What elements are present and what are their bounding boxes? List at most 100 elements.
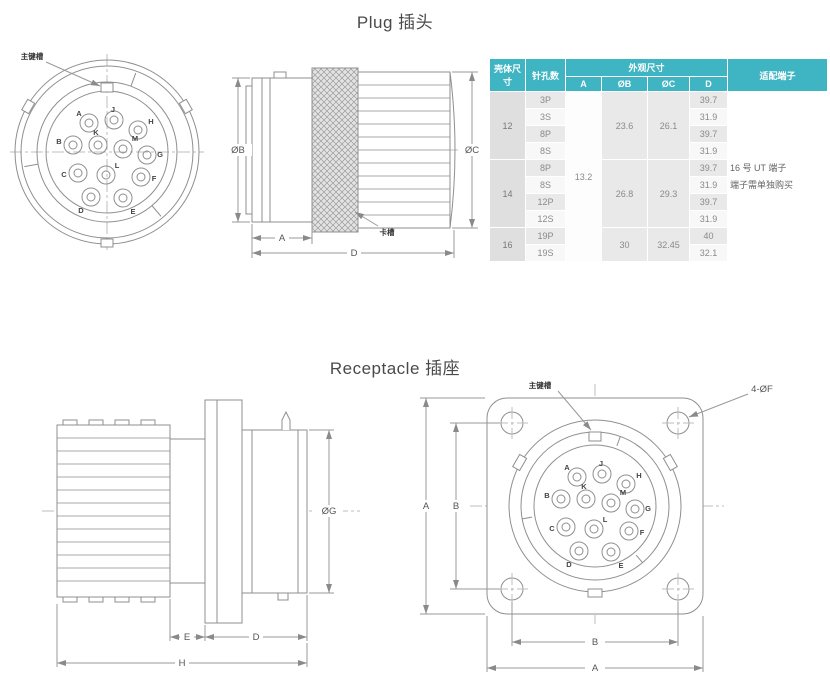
keyway-notch bbox=[100, 82, 114, 93]
top-pin bbox=[281, 410, 291, 430]
flange-outline bbox=[486, 397, 704, 615]
dim-og-label: ØG bbox=[322, 506, 337, 517]
bayonet-lug bbox=[100, 238, 114, 248]
cell-d: 32.1 bbox=[689, 244, 728, 262]
cell-pin: 19P bbox=[525, 227, 566, 245]
cell-oc: 32.45 bbox=[647, 227, 690, 262]
col-header-terminal: 适配端子 bbox=[727, 58, 828, 92]
cell-pin: 8S bbox=[525, 142, 566, 160]
pin-label: M bbox=[620, 488, 626, 497]
receptacle-body-outline bbox=[56, 399, 308, 624]
plug-section-title: Plug 插头 bbox=[356, 13, 434, 32]
table-row: 12P 39.7 bbox=[490, 193, 828, 211]
pin-label: L bbox=[603, 515, 608, 524]
dim-h-label: H bbox=[179, 658, 186, 669]
slot-label: 卡槽 bbox=[380, 227, 395, 237]
cell-shell: 14 bbox=[489, 159, 526, 228]
cell-d: 31.9 bbox=[689, 108, 728, 126]
dim-a-left-label: A bbox=[423, 501, 430, 512]
table-row: 12S 31.9 bbox=[490, 210, 828, 228]
col-header-a: A bbox=[565, 76, 602, 92]
dim-d-label: D bbox=[351, 248, 358, 259]
cell-d: 39.7 bbox=[689, 159, 728, 177]
cell-pin: 12S bbox=[525, 210, 566, 228]
dim-a-label: A bbox=[279, 233, 286, 244]
cell-oc: 26.1 bbox=[647, 91, 690, 160]
pin-label: E bbox=[130, 207, 135, 216]
plug-keyway-callout: 主键槽 bbox=[21, 51, 101, 87]
dim-d-label: D bbox=[253, 632, 260, 643]
cell-pin: 12P bbox=[525, 193, 566, 211]
pin-label: H bbox=[148, 117, 153, 126]
pin-label: B bbox=[56, 137, 62, 146]
receptacle-face-circles bbox=[508, 419, 682, 598]
cell-ob: 23.6 bbox=[601, 91, 648, 160]
cell-pin: 3S bbox=[525, 108, 566, 126]
pin-label: G bbox=[157, 150, 163, 159]
knurled-coupling-ring bbox=[311, 67, 359, 233]
square-flange bbox=[486, 397, 704, 615]
cell-d: 31.9 bbox=[689, 210, 728, 228]
pin-label: F bbox=[640, 528, 645, 537]
bayonet-lug bbox=[587, 588, 603, 598]
pin-label: D bbox=[566, 560, 572, 569]
cell-pin: 8S bbox=[525, 176, 566, 194]
keyway-label: 主键槽 bbox=[21, 51, 44, 61]
bayonet-lug bbox=[512, 453, 528, 472]
receptacle-front-view: A J H B K M G C L F D E 主键槽 4-ØF bbox=[416, 380, 773, 674]
plug-pin-labels: A J H B K M G C L F D E bbox=[56, 105, 163, 216]
plug-face-circles bbox=[14, 59, 200, 248]
mating-shell bbox=[241, 429, 308, 594]
plug-front-view: A J H B K M G C L F D E 主键槽 bbox=[10, 51, 204, 250]
bayonet-lug bbox=[21, 98, 36, 115]
pin-label: J bbox=[599, 459, 603, 468]
mount-holes-callout: 4-ØF bbox=[688, 384, 773, 418]
cell-d: 39.7 bbox=[689, 91, 728, 109]
bayonet-lug bbox=[178, 98, 193, 115]
pin-label: G bbox=[645, 504, 651, 513]
pin-label: D bbox=[78, 206, 84, 215]
col-header-shell: 壳体尺寸 bbox=[489, 58, 526, 92]
receptacle-pins bbox=[551, 464, 645, 562]
cell-a: 13.2 bbox=[565, 91, 602, 262]
pin-label: J bbox=[111, 105, 115, 114]
receptacle-pin-labels: A J H B K M G C L F D E bbox=[544, 459, 651, 570]
receptacle-front-dimension-labels: A B B A bbox=[416, 500, 605, 674]
cell-terminal: 16 号 UT 端子 端子需单独购买 bbox=[727, 91, 828, 262]
dim-ob-label: ØB bbox=[231, 145, 245, 156]
pin-label: A bbox=[564, 463, 570, 472]
mount-holes-label: 4-ØF bbox=[751, 384, 773, 395]
pin-label: E bbox=[618, 561, 623, 570]
plug-side-view: ØB ØC A D 卡槽 bbox=[224, 67, 486, 259]
cell-d: 31.9 bbox=[689, 176, 728, 194]
bottom-nub bbox=[277, 592, 289, 601]
table-row: 12 3P 13.2 23.6 26.1 39.7 16 号 UT 端子 端子需… bbox=[489, 91, 828, 262]
keyway-notch bbox=[588, 431, 602, 442]
cell-oc: 29.3 bbox=[647, 159, 690, 228]
receptacle-section-title: Receptacle 插座 bbox=[329, 359, 461, 378]
pin-label: H bbox=[636, 471, 641, 480]
spec-table: 壳体尺寸 针孔数 外观尺寸 适配端子 A ØB ØC D 12 3P 13.2 … bbox=[489, 58, 828, 262]
pin-label: C bbox=[549, 524, 555, 533]
plug-dimension-labels: ØB ØC A D 卡槽 bbox=[224, 144, 486, 259]
dim-b-left-label: B bbox=[453, 501, 459, 512]
dim-oc-label: ØC bbox=[465, 145, 479, 156]
table-row: 14 8P 26.8 29.3 39.7 bbox=[489, 159, 828, 228]
pin-label: C bbox=[61, 170, 67, 179]
cell-ob: 26.8 bbox=[601, 159, 648, 228]
col-header-ob: ØB bbox=[601, 76, 648, 92]
plug-pins bbox=[63, 110, 157, 208]
pin-label: A bbox=[76, 109, 82, 118]
keyway-label: 主键槽 bbox=[529, 380, 552, 390]
pin-label: K bbox=[581, 482, 587, 491]
table-row: 8S 31.9 bbox=[490, 176, 828, 194]
flange-plate bbox=[204, 399, 243, 624]
cell-pin: 3P bbox=[525, 91, 566, 109]
terminal-note-line1: 16 号 UT 端子 bbox=[730, 163, 787, 174]
receptacle-keyway-callout: 主键槽 bbox=[529, 380, 592, 431]
cell-pin: 19S bbox=[525, 244, 566, 262]
table-row: 3S 31.9 bbox=[490, 108, 828, 126]
pin-label: F bbox=[152, 174, 157, 183]
cell-d: 31.9 bbox=[689, 142, 728, 160]
